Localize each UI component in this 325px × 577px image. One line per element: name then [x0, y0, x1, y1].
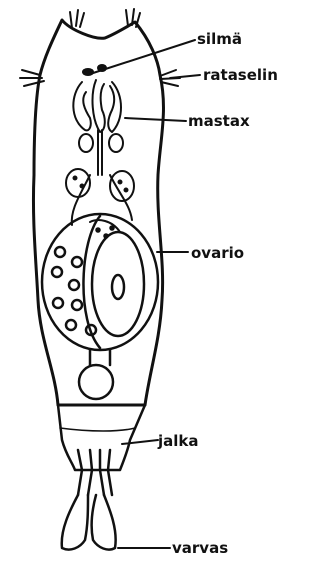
label-eye: silmä [197, 30, 242, 48]
mastax-leader-line [125, 118, 186, 121]
mastax-organ [73, 80, 123, 175]
toes [62, 495, 116, 550]
corona-cilia [20, 9, 180, 86]
label-toe: varvas [172, 539, 228, 557]
ovary-organ [42, 214, 158, 350]
eye-leader-line [90, 40, 195, 74]
bladder [79, 350, 113, 399]
gastric-glands [66, 169, 134, 201]
label-foot: jalka [157, 432, 199, 450]
label-corona: rataselin [203, 66, 278, 84]
foot [58, 405, 145, 495]
foot-leader-line [122, 440, 158, 444]
corona-leader-line [170, 75, 200, 78]
leader-lines [90, 40, 200, 548]
label-ovary: ovario [191, 244, 244, 262]
label-mastax: mastax [188, 112, 250, 130]
